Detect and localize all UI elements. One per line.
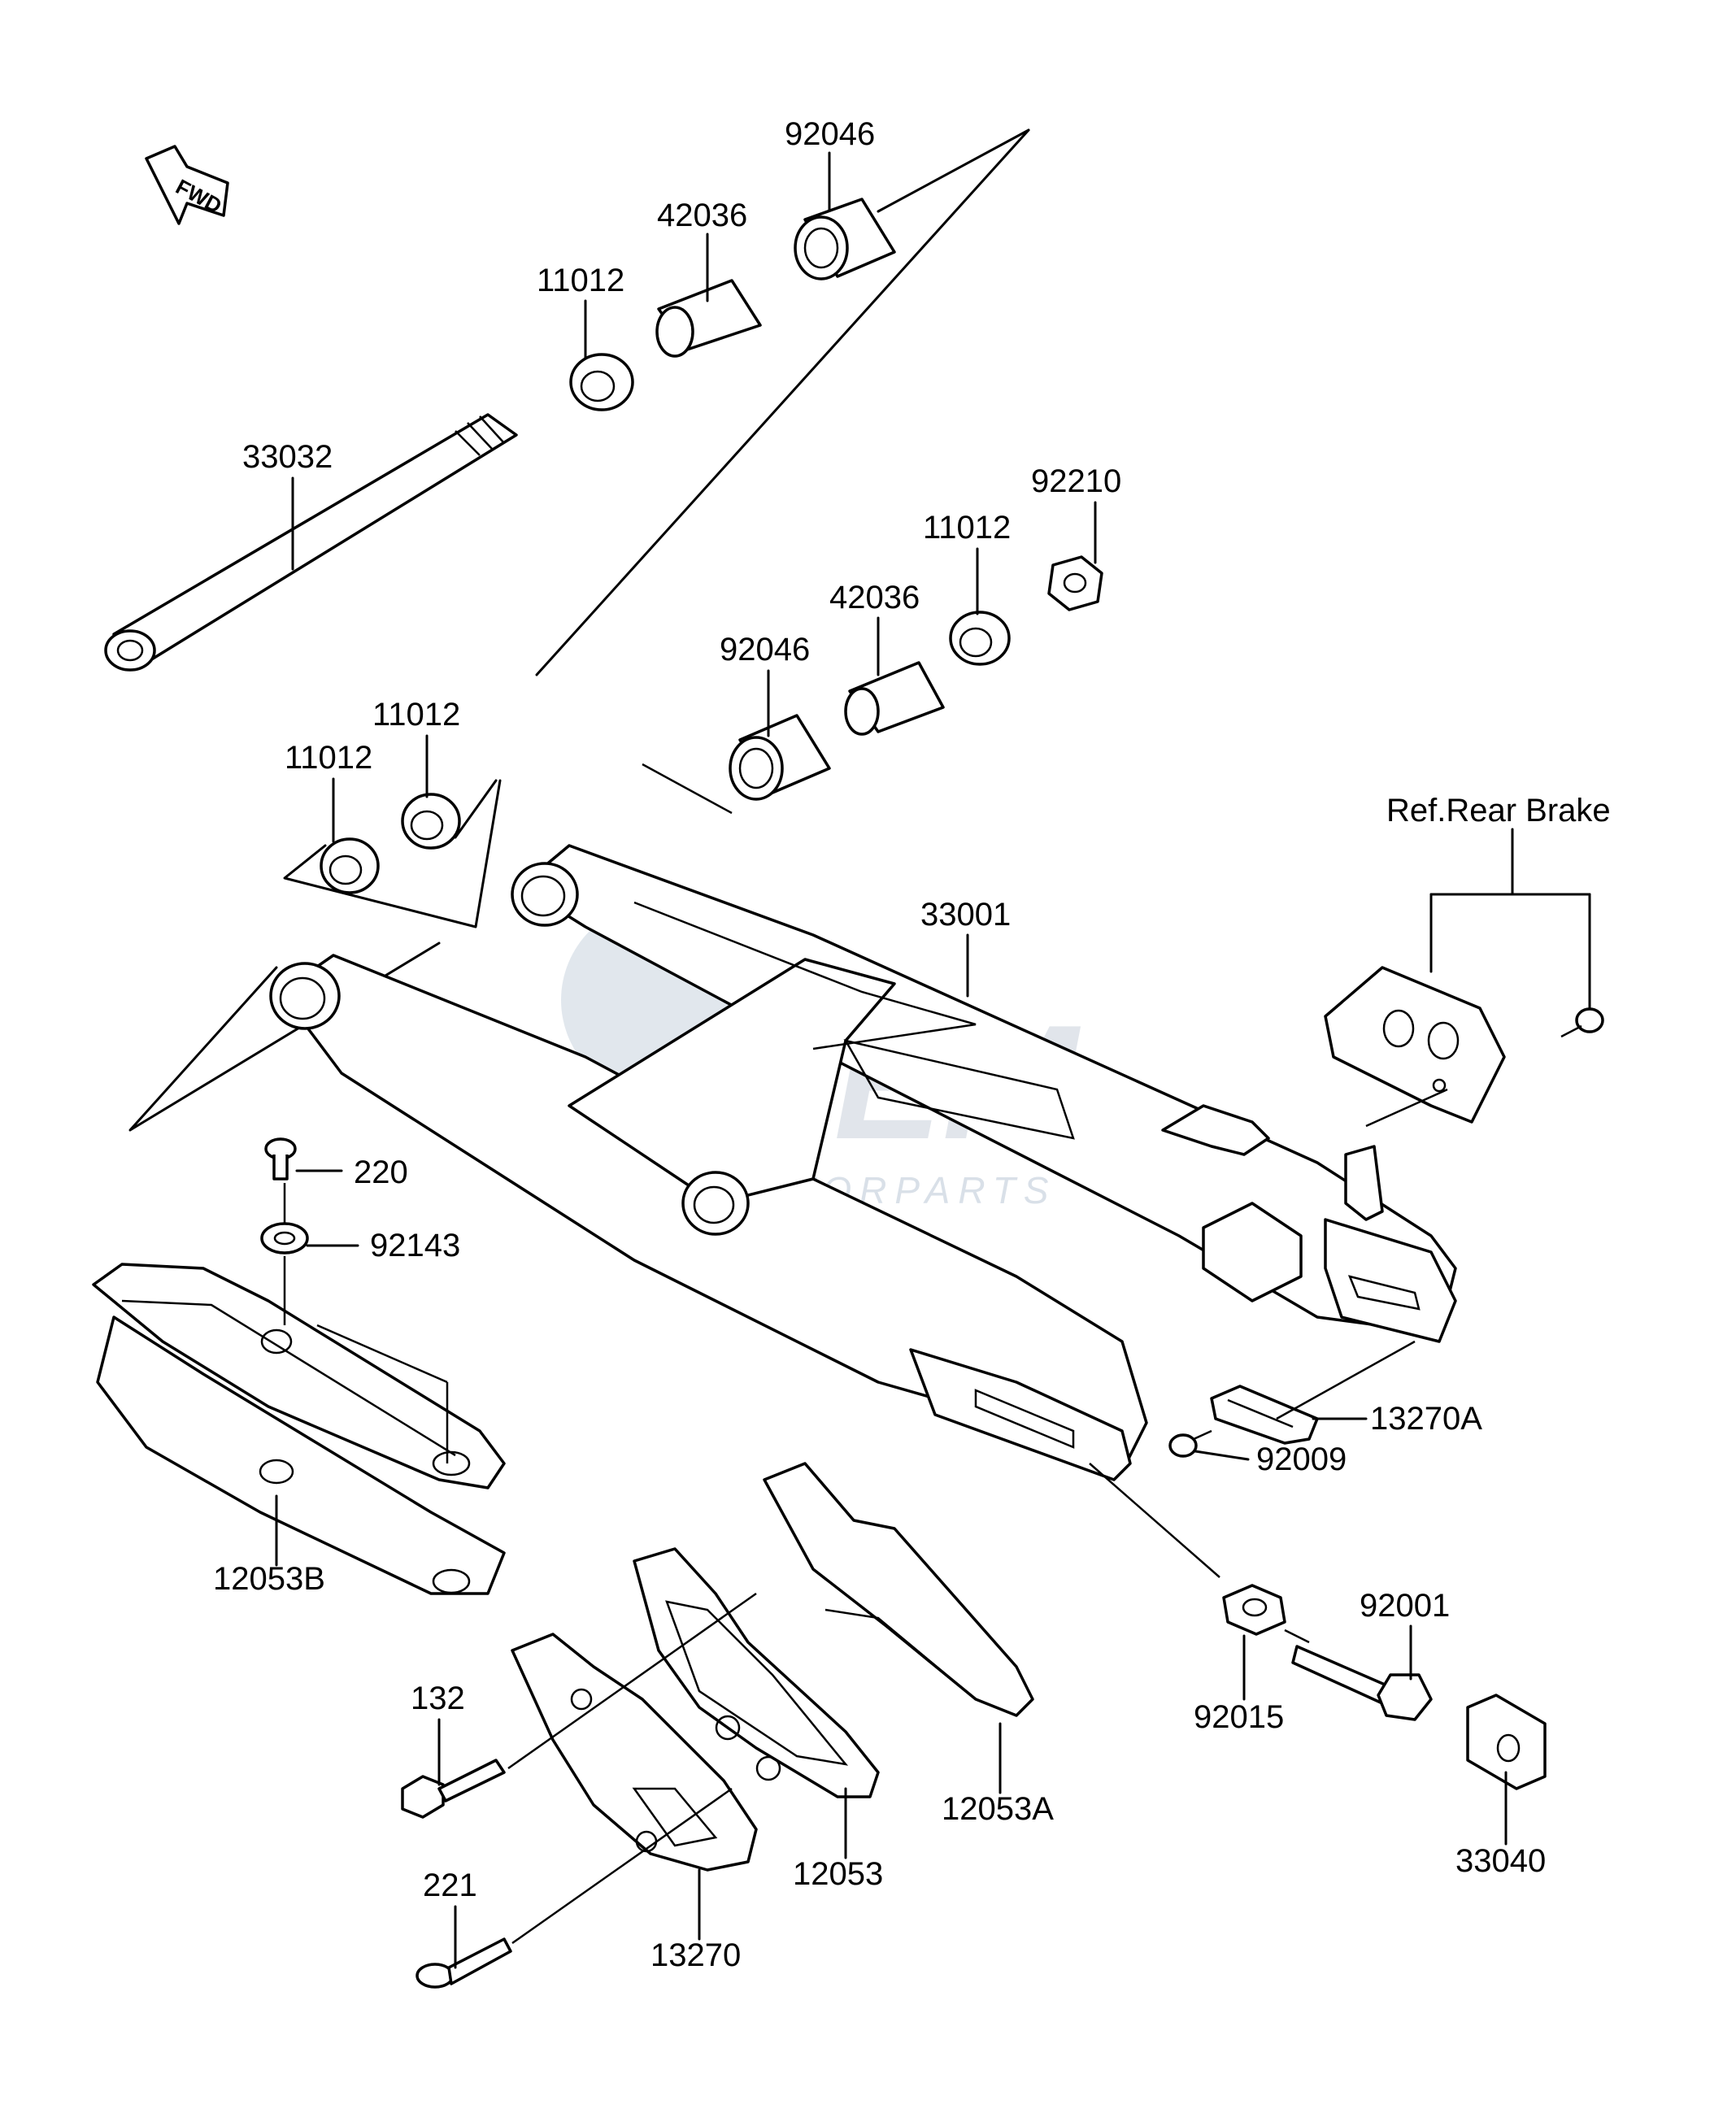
- label-92015: 92015: [1194, 1699, 1284, 1735]
- oil-seal-11012-top: [569, 353, 634, 411]
- label-11012-left: 11012: [285, 740, 372, 776]
- pivot-shaft-33032: [104, 413, 518, 672]
- label-92001: 92001: [1360, 1588, 1450, 1624]
- block-33040: [1466, 1694, 1547, 1790]
- label-221: 221: [423, 1868, 477, 1903]
- label-33032: 33032: [242, 439, 333, 475]
- nut-92210: [1047, 555, 1103, 611]
- label-11012-mid: 11012: [372, 697, 460, 733]
- label-11012-right: 11012: [923, 510, 1011, 546]
- screw-221: [416, 1937, 512, 1989]
- label-33040: 33040: [1455, 1843, 1546, 1879]
- label-11012-top: 11012: [537, 263, 624, 298]
- reference-rear-brake: Ref.Rear Brake: [1386, 793, 1611, 828]
- label-92046-top: 92046: [785, 116, 875, 152]
- chain-slider-12053B: [92, 1263, 506, 1595]
- needle-bearing-92046-top: [794, 198, 896, 280]
- guard-13270: [511, 1633, 758, 1872]
- bolt-92001: [1291, 1645, 1433, 1721]
- oil-seal-11012-right: [949, 611, 1011, 666]
- label-92046-right: 92046: [720, 632, 810, 667]
- label-92210: 92210: [1031, 463, 1121, 499]
- nut-92015: [1222, 1584, 1286, 1636]
- label-92143: 92143: [370, 1228, 460, 1263]
- label-42036-right: 42036: [829, 580, 920, 615]
- chain-guide-12053A: [763, 1462, 1034, 1717]
- screw-92009: [1168, 1429, 1212, 1458]
- fwd-arrow-icon: FWD: [145, 145, 229, 225]
- oil-seal-11012-left: [320, 837, 380, 894]
- brake-bracket: [1324, 966, 1506, 1221]
- label-12053A: 12053A: [942, 1791, 1054, 1827]
- oil-seal-11012-mid: [401, 793, 461, 850]
- leader-lines: [275, 151, 1591, 1969]
- swingarm-33001: [269, 844, 1457, 1481]
- bolt-132: [401, 1759, 506, 1819]
- label-92009: 92009: [1256, 1442, 1347, 1477]
- bolt-ref-rear-brake: [1560, 1007, 1604, 1038]
- label-42036-top: 42036: [657, 198, 747, 233]
- label-13270A: 13270A: [1370, 1401, 1482, 1437]
- label-132: 132: [411, 1681, 465, 1716]
- part-labels: 92046 42036 11012 33032 92210 11012 4203…: [213, 116, 1611, 1973]
- section-lines: [128, 128, 1030, 1132]
- label-12053B: 12053B: [213, 1561, 325, 1597]
- label-33001: 33001: [920, 897, 1011, 933]
- sleeve-42036-top: [655, 279, 762, 358]
- chain-guide-12053: [633, 1547, 880, 1798]
- needle-bearing-92046-right: [729, 714, 831, 801]
- gasket-13270A: [1210, 1385, 1319, 1445]
- label-13270: 13270: [650, 1937, 741, 1973]
- sleeve-42036-right: [844, 661, 945, 736]
- washer-92143: [260, 1222, 309, 1255]
- label-12053: 12053: [793, 1856, 883, 1892]
- label-220: 220: [354, 1155, 408, 1190]
- bolt-220: [264, 1137, 297, 1181]
